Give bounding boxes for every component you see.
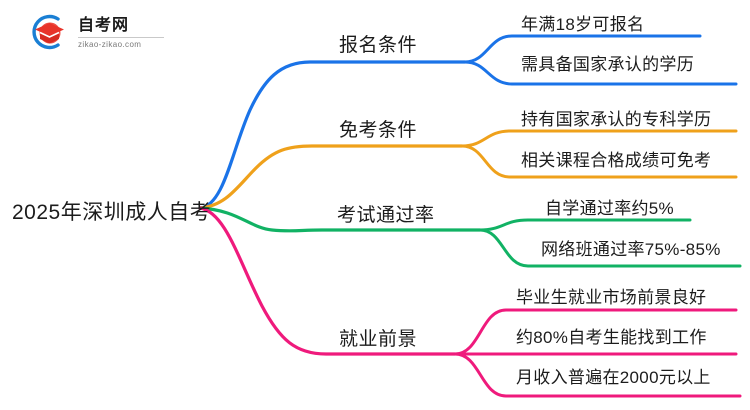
leaf-label-employment-0[interactable]: 毕业生就业市场前景良好 <box>516 288 707 307</box>
mindmap-root-node[interactable]: 2025年深圳成人自考 <box>12 201 212 224</box>
branch-label-exemption[interactable]: 免考条件 <box>339 120 418 141</box>
branch-label-employment[interactable]: 就业前景 <box>339 329 418 350</box>
logo-title: 自考网 <box>78 16 130 34</box>
leaf-label-employment-2[interactable]: 月收入普遍在2000元以上 <box>516 368 711 387</box>
leaf-label-employment-1[interactable]: 约80%自考生能找到工作 <box>516 328 707 347</box>
leaf-label-pass-rate-1[interactable]: 网络班通过率75%-85% <box>541 240 721 259</box>
leaf-label-exemption-1[interactable]: 相关课程合格成绩可免考 <box>521 151 712 170</box>
graduation-cap-logo-icon <box>28 12 70 52</box>
leaf-label-registration-1[interactable]: 需具备国家承认的学历 <box>521 55 694 74</box>
branch-label-registration[interactable]: 报名条件 <box>339 35 418 56</box>
branch-label-pass-rate[interactable]: 考试通过率 <box>337 205 435 226</box>
leaf-label-registration-0[interactable]: 年满18岁可报名 <box>521 15 645 34</box>
logo-text-block: 自考网 zikao-zikao.com <box>78 16 164 49</box>
logo-domain: zikao-zikao.com <box>78 39 142 49</box>
logo-divider <box>78 36 164 38</box>
site-logo[interactable]: 自考网 zikao-zikao.com <box>28 10 168 54</box>
leaf-label-pass-rate-0[interactable]: 自学通过率约5% <box>545 199 674 218</box>
leaf-label-exemption-0[interactable]: 持有国家承认的专科学历 <box>521 110 712 129</box>
